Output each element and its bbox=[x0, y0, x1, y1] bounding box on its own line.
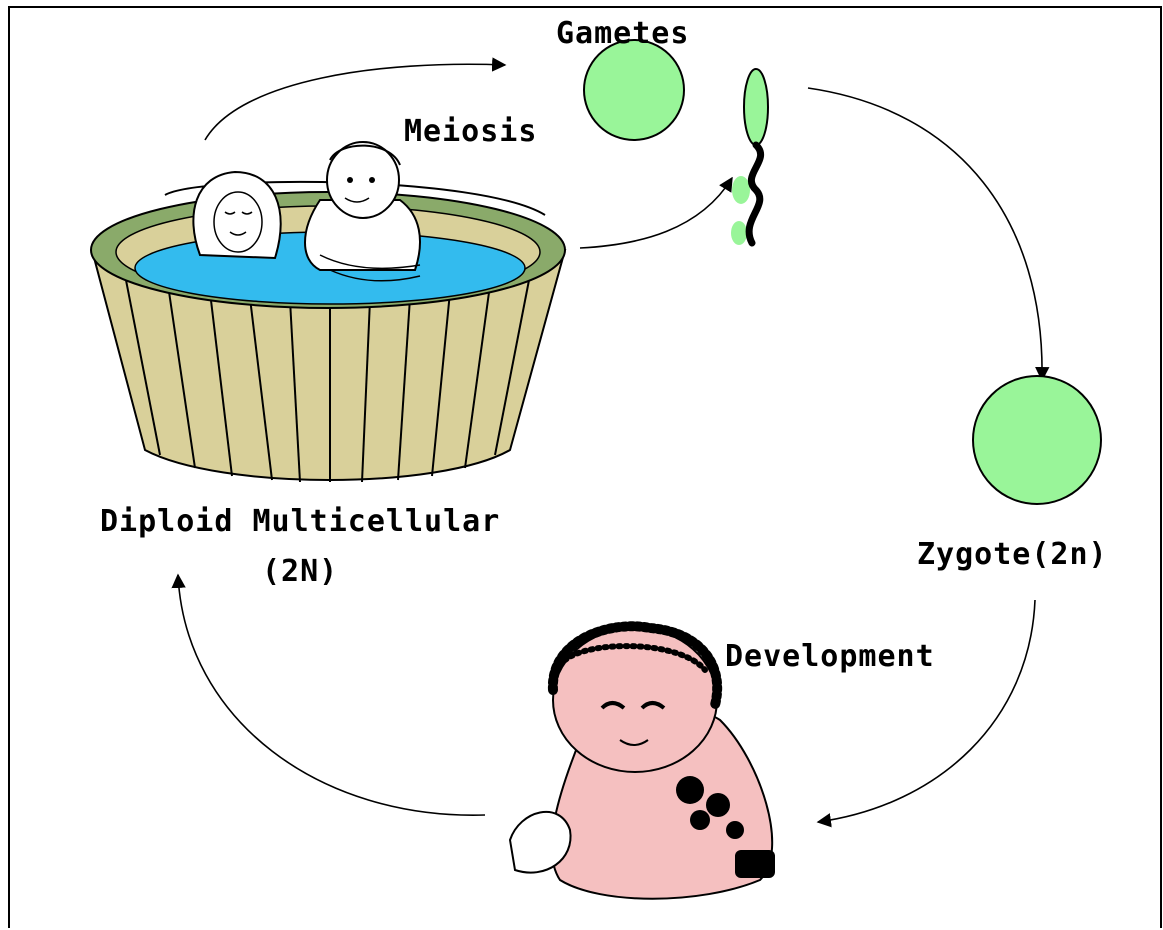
hot-tub-couple-illustration bbox=[90, 141, 567, 483]
arrow-to-gametes bbox=[204, 57, 507, 141]
zygote-cell-icon bbox=[972, 375, 1102, 505]
arrow-to-baby bbox=[816, 599, 1036, 828]
arrow-to-sperm bbox=[579, 176, 733, 249]
diagram-frame bbox=[8, 6, 1162, 928]
sperm-cell-icon bbox=[731, 68, 769, 247]
baby-illustration bbox=[508, 621, 775, 900]
zygote-label: Zygote(2n) bbox=[917, 537, 1108, 572]
diploid-ploidy-label: (2N) bbox=[262, 554, 339, 589]
meiosis-label: Meiosis bbox=[404, 114, 538, 149]
diploid-multicellular-label: Diploid Multicellular bbox=[100, 504, 501, 539]
arrow-to-zygote bbox=[807, 87, 1050, 382]
gametes-label: Gametes bbox=[556, 16, 690, 51]
egg-cell-icon bbox=[583, 39, 685, 141]
arrow-to-adult bbox=[171, 573, 486, 816]
development-label: Development bbox=[725, 639, 935, 674]
